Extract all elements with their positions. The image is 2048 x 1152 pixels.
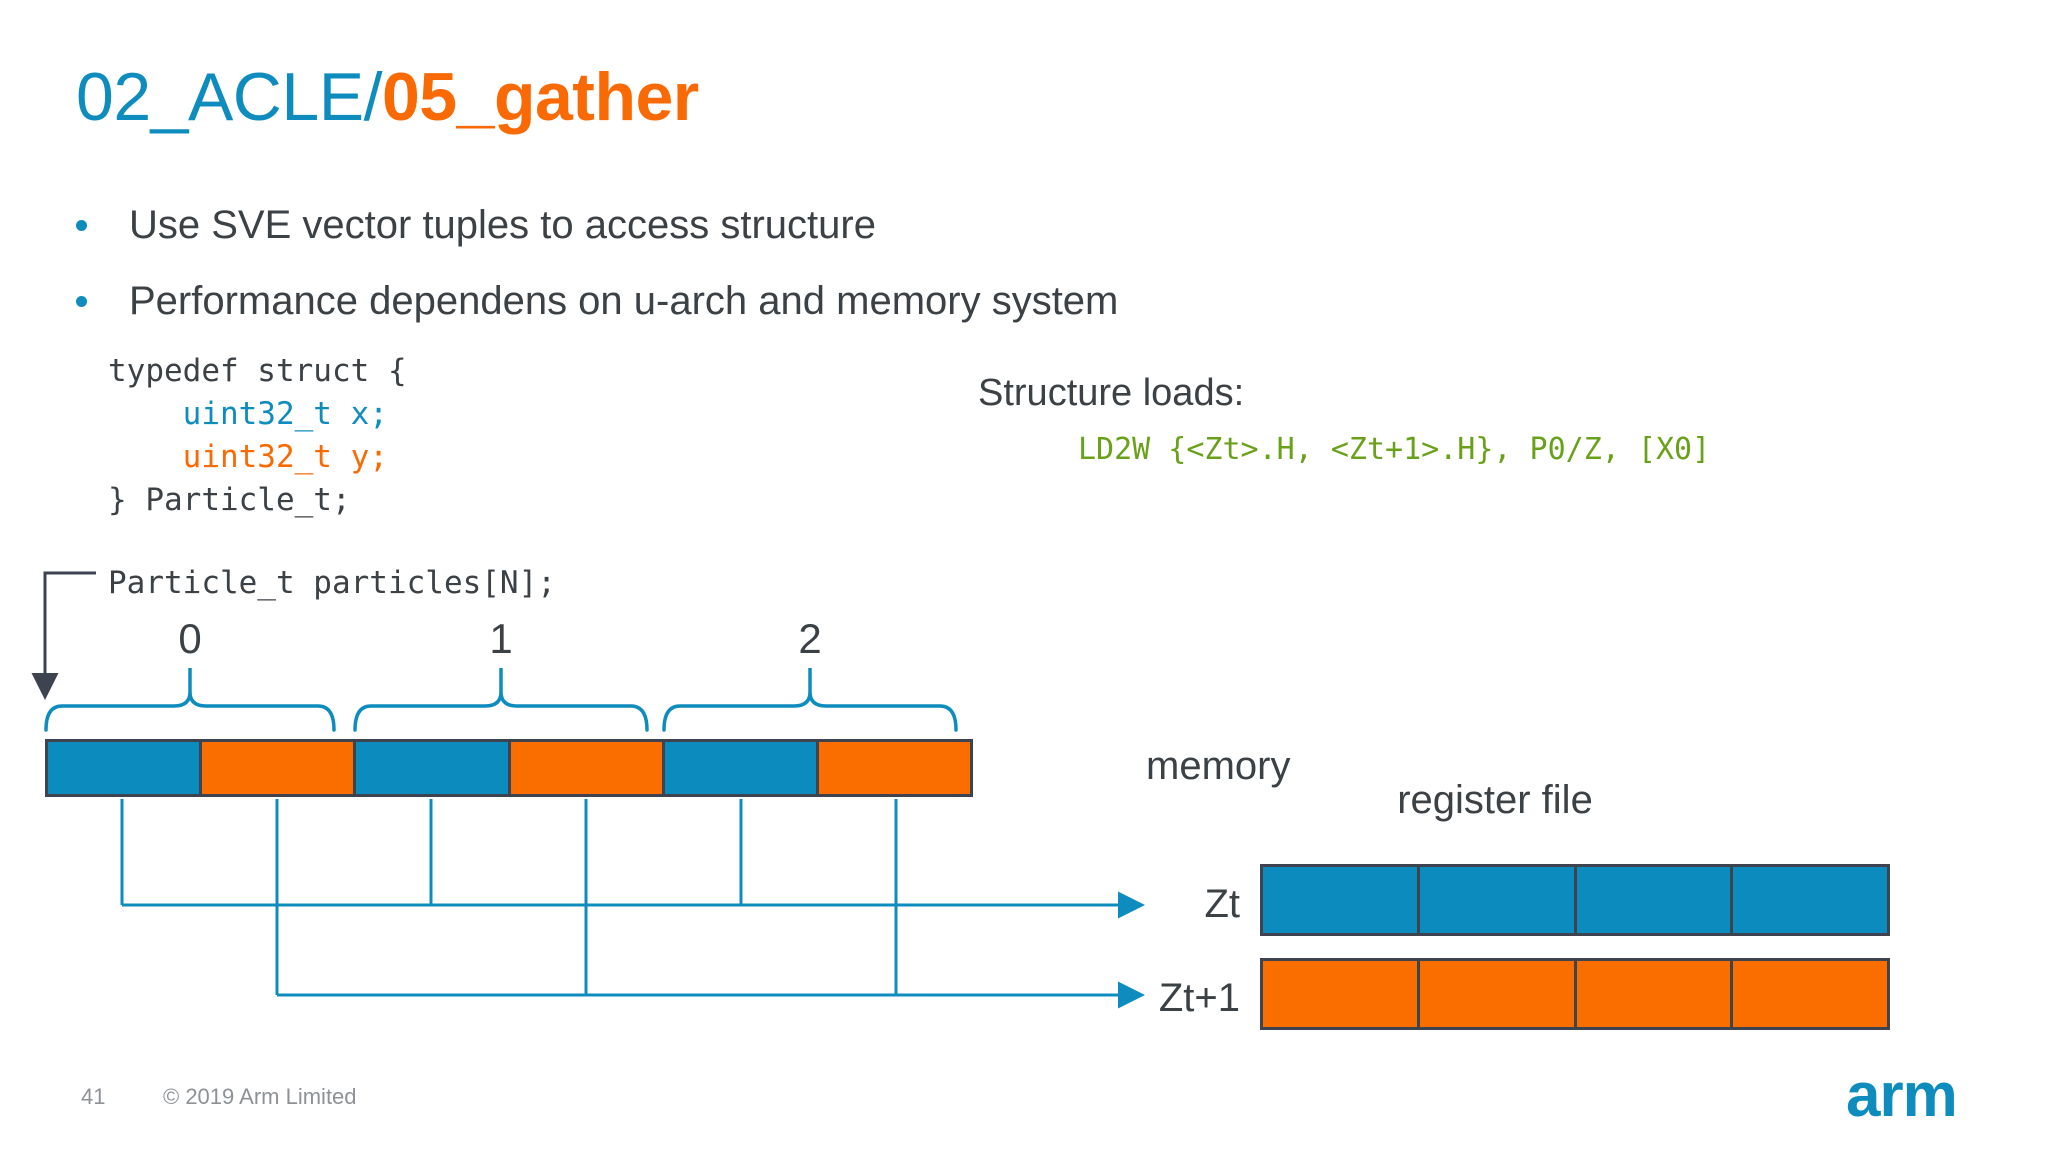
footer-page-number: 41 (81, 1084, 106, 1109)
code-line-field-x: uint32_t x; (182, 396, 388, 432)
arm-logo: arm (1846, 1061, 1958, 1130)
memory-label: memory (1146, 744, 1291, 788)
code-line-close: } Particle_t; (108, 482, 351, 518)
memory-array-bar (45, 739, 973, 797)
memory-cell-1-x (356, 742, 511, 794)
register-zt1-cell-1 (1419, 961, 1577, 1027)
memory-cell-2-x (664, 742, 819, 794)
bullet-dot-icon (76, 296, 87, 307)
code-line-field-y: uint32_t y; (182, 439, 388, 475)
register-label-zt: Zt (1204, 882, 1240, 926)
bullet-item-1: Performance dependens on u-arch and memo… (76, 281, 1118, 321)
register-zt-cell-1 (1419, 867, 1577, 933)
struct-code-block: typedef struct { uint32_t x; uint32_t y;… (108, 350, 407, 522)
brace-stems (188, 668, 812, 692)
declaration-to-memory-arrow (31, 571, 96, 700)
bullet-item-0: Use SVE vector tuples to access structur… (76, 205, 876, 245)
title-accent: 05_gather (381, 59, 699, 135)
register-zt1-cell-2 (1576, 961, 1734, 1027)
footer-copyright: © 2019 Arm Limited (163, 1084, 357, 1109)
memory-cell-0-y (202, 742, 357, 794)
struct-brace-0 (44, 691, 336, 732)
index-label-2: 2 (798, 615, 822, 662)
register-zt1-cell-3 (1733, 961, 1887, 1027)
bullet-text-1: Performance dependens on u-arch and memo… (129, 279, 1119, 323)
array-declaration: Particle_t particles[N]; (108, 565, 556, 601)
page-title: 02_ACLE/05_gather (76, 58, 699, 136)
code-line-typedef: typedef struct { (108, 353, 407, 389)
ld2w-instruction-text: LD2W {<Zt>.H, <Zt+1>.H}, P0/Z, [X0] (1078, 432, 1711, 467)
memory-cell-0-x (48, 742, 203, 794)
connectors-zt1 (275, 799, 1145, 1009)
code-indent (108, 396, 183, 432)
register-zt-cell-2 (1576, 867, 1734, 933)
index-label-1: 1 (489, 615, 513, 662)
title-primary: 02_ACLE/ (76, 59, 382, 135)
code-indent (108, 439, 183, 475)
memory-cell-2-y (818, 742, 971, 794)
struct-brace-2 (662, 691, 958, 732)
memory-cell-1-y (510, 742, 665, 794)
register-zt1-cell-0 (1263, 961, 1420, 1027)
structure-loads-instruction: LD2W {<Zt>.H, <Zt+1>.H}, P0/Z, [X0] (1078, 428, 1710, 471)
index-label-0: 0 (178, 615, 202, 662)
bullet-dot-icon (76, 220, 87, 231)
register-label-zt1: Zt+1 (1158, 976, 1240, 1020)
register-file-label: register file (1397, 778, 1593, 822)
register-zt-cell-3 (1733, 867, 1887, 933)
connectors-zt (120, 799, 1145, 919)
register-zt-cell-0 (1263, 867, 1420, 933)
structure-loads-label: Structure loads: (978, 372, 1245, 414)
struct-brace-1 (353, 691, 649, 732)
bullet-text-0: Use SVE vector tuples to access structur… (129, 203, 876, 247)
register-row-zt (1260, 864, 1890, 936)
register-row-zt1 (1260, 958, 1890, 1030)
